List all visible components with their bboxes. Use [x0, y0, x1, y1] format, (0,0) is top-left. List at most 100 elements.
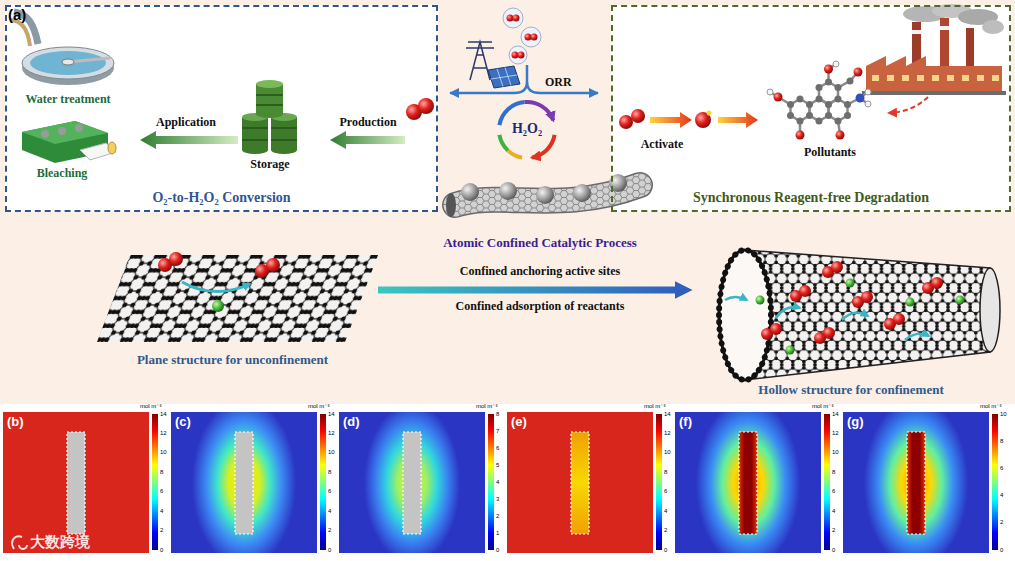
panel-letter: (c) — [175, 415, 191, 430]
graphene-sheet — [97, 255, 378, 342]
activation-sequence — [631, 109, 645, 123]
water-treatment-icon — [62, 59, 74, 65]
panel-letter: (g) — [847, 415, 864, 430]
storage-drums — [242, 117, 268, 150]
tick-label: 12 — [832, 430, 839, 436]
tick-label: 5 — [496, 462, 499, 468]
structure-figure: Plane structure for unconfinement — [90, 245, 375, 372]
unit-label: mol m⁻³ — [644, 403, 666, 409]
pollutant-molecule — [835, 96, 842, 103]
orr-branch-arrow — [450, 65, 527, 93]
panel-letter: (b) — [7, 415, 24, 430]
pollutant-molecule — [767, 61, 871, 140]
caption: Plane structure for unconfinement — [137, 353, 328, 368]
tick-label: 10 — [160, 449, 167, 455]
pollutant-molecule — [835, 84, 842, 91]
tick-label: 6 — [832, 488, 835, 494]
factory — [862, 4, 1006, 95]
factory — [872, 75, 879, 81]
concentration-map — [171, 398, 326, 561]
icon-label: Water treatment — [25, 93, 110, 105]
hollow-nanotube — [980, 268, 1000, 352]
tick-label: 8 — [328, 469, 331, 475]
pollutant-molecule — [767, 89, 773, 95]
flow-arrow — [330, 131, 405, 149]
pollutant-molecule — [816, 118, 823, 125]
carbon-nanotube — [499, 182, 517, 200]
simulation-panel: (e) — [507, 412, 653, 553]
concentration-map — [824, 414, 830, 550]
hollow-nanotube — [725, 297, 747, 300]
hollow-nanotube — [956, 296, 965, 305]
simulation-panel: (c) — [171, 412, 317, 553]
emission-arrow — [889, 97, 928, 113]
bleaching-machine-icon — [58, 127, 66, 135]
storage-drums — [256, 95, 283, 105]
carbon-nanotube — [446, 193, 456, 217]
caption: Synchronous Reagent-free Degradation — [693, 190, 929, 206]
bleaching-machine-icon — [22, 121, 108, 144]
background — [5, 5, 438, 212]
tick-label: 2 — [160, 527, 163, 533]
panel-letter: (d) — [343, 415, 360, 430]
tick-label: 14 — [328, 411, 335, 417]
tick-label: 1 — [496, 530, 499, 536]
concentration-map — [488, 414, 494, 550]
storage-drums — [256, 84, 283, 114]
oxygen-bubbles — [503, 8, 523, 28]
simulation-panel: (g) — [843, 412, 989, 553]
tick-label: 6 — [160, 488, 163, 494]
tick-label: 8 — [160, 469, 163, 475]
concentration-map — [739, 432, 757, 534]
panel-letter: (f) — [679, 415, 692, 430]
factory — [977, 75, 984, 81]
tick-label: 10 — [664, 449, 671, 455]
hollow-nanotube — [719, 250, 1000, 380]
power-source-icon — [488, 66, 520, 88]
bleaching-machine-icon — [80, 143, 116, 160]
unit-label: mol m⁻³ — [980, 403, 1002, 409]
concentration-map — [3, 412, 158, 553]
factory — [862, 91, 1006, 95]
hollow-nanotube — [719, 250, 771, 380]
concentration-map — [403, 432, 421, 534]
pollutant-molecule — [854, 68, 863, 77]
water-treatment-icon — [22, 47, 114, 79]
storage-drums — [271, 146, 297, 154]
flow-arrow — [140, 131, 238, 149]
pollutant-molecule — [833, 61, 839, 67]
factory — [947, 75, 954, 81]
concentration-map — [3, 412, 149, 553]
carbon-nanotube — [461, 183, 479, 201]
hollow-nanotube — [861, 291, 873, 303]
activation-sequence — [619, 109, 758, 129]
factory — [966, 28, 974, 67]
watermark-logo — [12, 536, 27, 549]
cycle-arrows — [499, 102, 554, 158]
pollutant-molecule — [797, 96, 804, 103]
structure-figure: Hollow structure for confinement — [695, 232, 1007, 402]
concentration-map — [3, 412, 149, 553]
step-label: Production — [339, 116, 396, 128]
tick-label: 10 — [1000, 411, 1007, 417]
hollow-nanotube — [905, 334, 929, 340]
factory — [917, 75, 924, 81]
tick-label: 6 — [328, 488, 331, 494]
tick-label: 0 — [664, 547, 667, 553]
tick-label: 10 — [328, 449, 335, 455]
icon-label: Storage — [250, 158, 289, 170]
pollutant-molecule — [825, 101, 832, 108]
pollutant-molecule — [865, 101, 871, 107]
concentration-map — [507, 412, 653, 553]
concentration-map — [675, 412, 821, 553]
simulation-panel: (d) — [339, 412, 485, 553]
concentration-map — [339, 412, 485, 553]
hollow-nanotube — [745, 250, 990, 380]
hollow-nanotube — [756, 296, 765, 305]
tick-label: 6 — [664, 488, 667, 494]
tick-label: 12 — [160, 430, 167, 436]
hollow-nanotube — [786, 346, 795, 355]
graphene-sheet — [266, 258, 280, 272]
